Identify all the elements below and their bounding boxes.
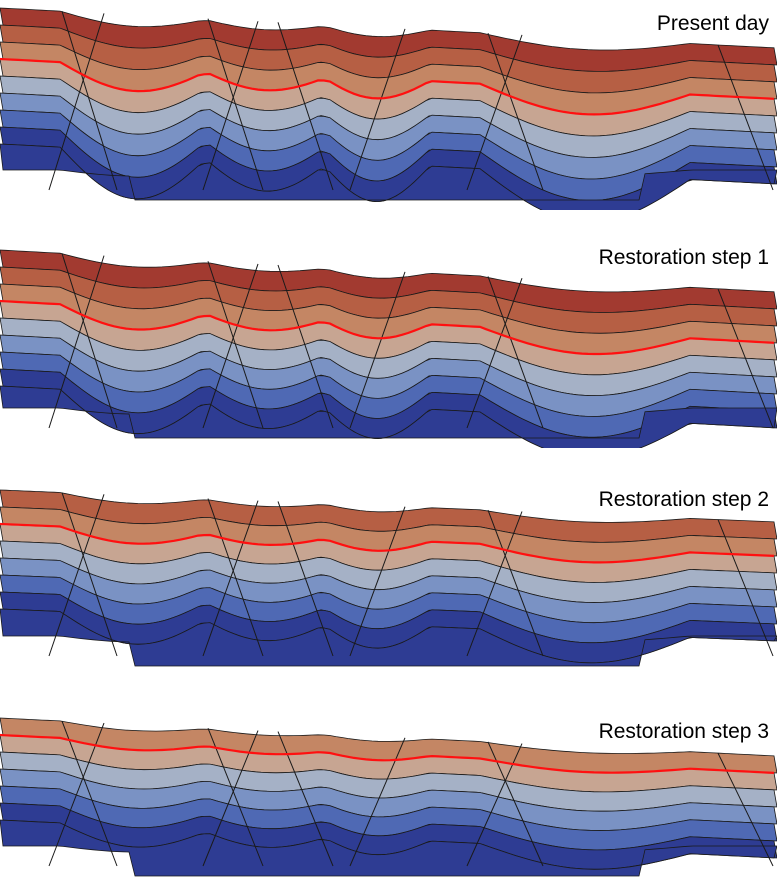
fault-line [202,263,259,429]
fault-line [48,255,105,429]
stratigraphic-layer [0,608,777,667]
cross-section-present-day [0,7,777,210]
panel-label-step-2: Restoration step 2 [598,488,769,511]
panel-label-step-1: Restoration step 1 [598,246,769,269]
marker-horizon [0,299,775,356]
fault-line [61,720,118,867]
fault-line [277,501,334,657]
cross-section-step-1 [0,249,777,448]
panel-restoration-step-1: Restoration step 1 [0,238,777,448]
fault-line [487,276,544,429]
fault-line [207,727,264,867]
fault-line [277,22,334,191]
panel-present-day: Present day [0,0,777,210]
fault-line [717,44,774,191]
marker-horizon [0,733,775,774]
fault-line [466,34,523,191]
marker-horizon [0,522,775,564]
fault-line [48,722,105,867]
fault-line [61,11,118,191]
fault-line [349,28,406,191]
fault-line [48,13,105,191]
marker-horizon [0,57,775,116]
stratigraphic-layer [0,819,777,877]
fault-line [466,511,523,657]
stratigraphic-layer [0,385,777,448]
fault-line [207,18,264,191]
panel-restoration-step-3: Restoration step 3 [0,708,777,884]
cross-section-step-3 [0,717,777,877]
fault-line [349,506,406,657]
fault-line [202,500,259,657]
fault-line [207,498,264,657]
fault-line [277,264,334,429]
fault-line [717,519,774,657]
fault-line [349,271,406,429]
panel-label-step-3: Restoration step 3 [598,720,769,743]
panel-restoration-step-2: Restoration step 2 [0,480,777,690]
panel-label-present-day: Present day [656,12,769,35]
fault-line [48,494,105,657]
fault-line [61,253,118,429]
fault-line [717,752,774,867]
fault-line [487,509,544,657]
fault-line [202,21,259,191]
fault-line [466,278,523,429]
fault-line [487,32,544,191]
stratigraphic-layer [0,143,777,210]
fault-line [207,261,264,429]
fault-line [717,288,774,429]
fault-line [61,492,118,657]
cross-section-step-2 [0,489,777,667]
